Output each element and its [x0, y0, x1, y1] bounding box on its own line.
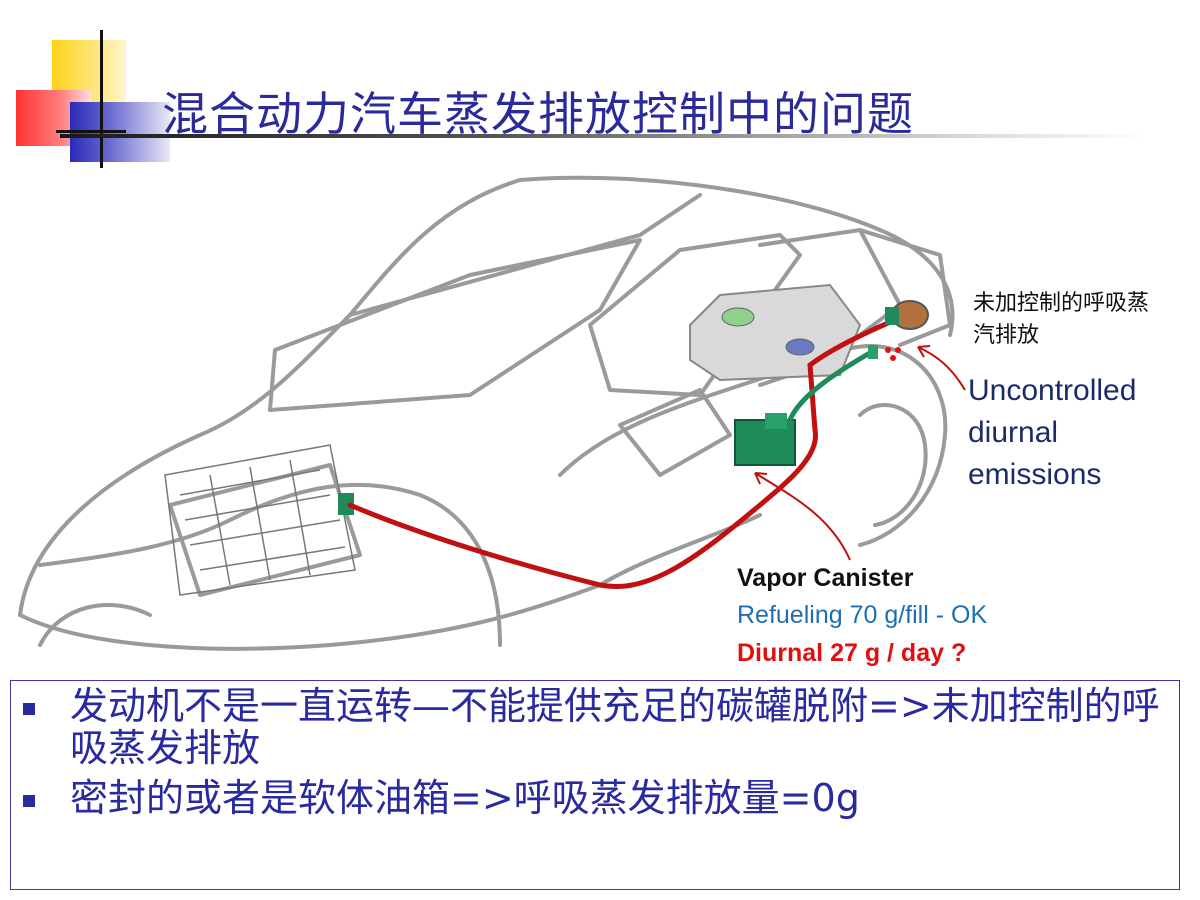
vapor-canister-title: Vapor Canister [737, 564, 914, 592]
vapor-canister-diurnal: Diurnal 27 g / day ? [737, 639, 967, 667]
list-item: 密封的或者是软体油箱=>呼吸蒸发排放量=0g [23, 777, 1163, 819]
title-underline [60, 134, 1150, 138]
horizontal-line [56, 130, 126, 133]
bullet-text: 密封的或者是软体油箱=>呼吸蒸发排放量=0g [70, 776, 860, 820]
list-item: 发动机不是一直运转—不能提供充足的碳罐脱附=>未加控制的呼吸蒸发排放 [23, 685, 1163, 769]
uncontrolled-emissions-label-cn: 未加控制的呼吸蒸汽排放 [973, 291, 1150, 348]
engine-connector [338, 493, 354, 515]
engine [164, 444, 356, 596]
car-illustration [18, 175, 966, 651]
bullet-square-icon [23, 795, 35, 807]
fuel-tank [689, 283, 862, 382]
bullet-text: 发动机不是一直运转—不能提供充足的碳罐脱附=>未加控制的呼吸蒸发排放 [70, 684, 1160, 770]
title-decoration [0, 30, 170, 170]
vapor-canister [734, 413, 796, 466]
bullet-square-icon [23, 703, 35, 715]
uncontrolled-emissions-label-en: Uncontrolled diurnal emissions [968, 374, 1137, 491]
bullet-list: 发动机不是一直运转—不能提供充足的碳罐脱附=>未加控制的呼吸蒸发排放 密封的或者… [10, 680, 1180, 890]
page-title: 混合动力汽车蒸发排放控制中的问题 [162, 87, 914, 141]
vertical-line [100, 30, 103, 168]
vapor-canister-refueling: Refueling 70 g/fill - OK [737, 601, 988, 629]
vapor-lines [347, 317, 898, 589]
filler-neck [868, 300, 929, 361]
pointer-arrows [754, 345, 966, 561]
